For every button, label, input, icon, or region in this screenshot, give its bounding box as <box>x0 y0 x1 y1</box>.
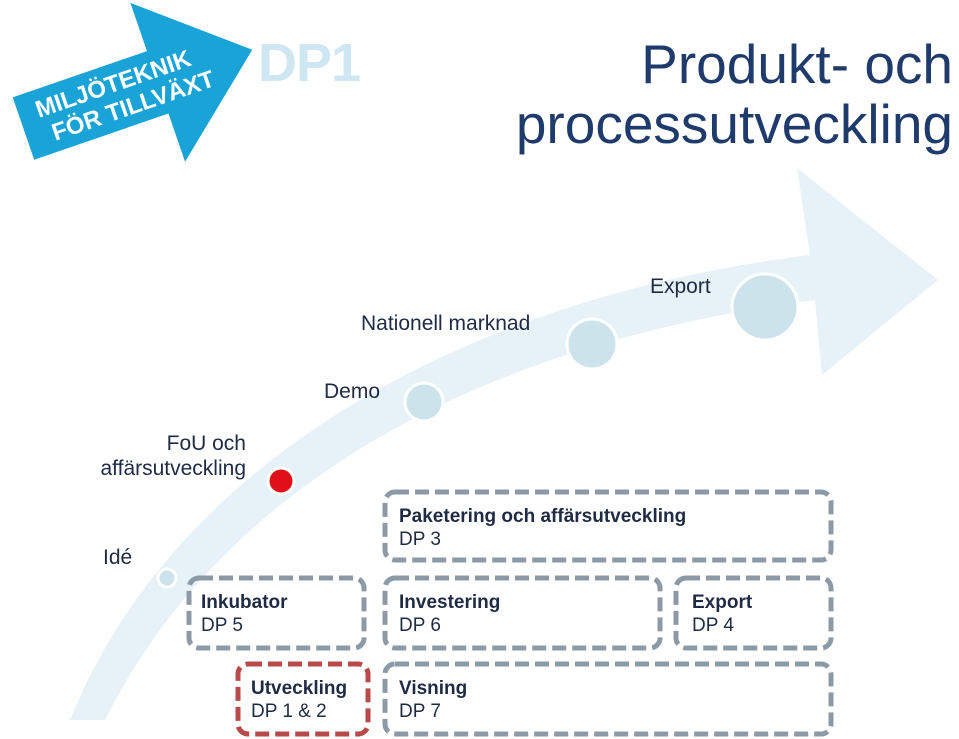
dot-ide <box>156 567 178 589</box>
box-export-code: DP 4 <box>692 615 734 636</box>
box-paketering-code: DP 3 <box>399 529 441 550</box>
box-visning-title: Visning <box>399 678 468 699</box>
dot-fou <box>266 466 296 496</box>
box-visning: Visning DP 7 <box>399 677 467 723</box>
box-inkubator-code: DP 5 <box>201 615 243 636</box>
growth-arrow <box>70 168 938 720</box>
box-visning-code: DP 7 <box>399 701 441 722</box>
stage-label-fou: FoU och affärsutveckling <box>100 431 246 481</box>
box-utveckling-title: Utveckling <box>251 678 348 699</box>
stage-label-nationell: Nationell marknad <box>361 312 531 335</box>
box-investering-code: DP 6 <box>399 615 441 636</box>
stage-label-export: Export <box>650 275 711 298</box>
box-export-title: Export <box>692 592 753 613</box>
box-frame-investering <box>382 575 663 651</box>
title-line1: Produkt- och <box>641 33 953 95</box>
box-frame-inkubator <box>186 575 367 651</box>
box-investering-title: Investering <box>399 592 501 613</box>
box-paketering-title: Paketering och affärsutveckling <box>399 506 687 527</box>
page-title: Produkt- och processutveckling <box>516 34 953 154</box>
box-utveckling: Utveckling DP 1 & 2 <box>251 677 347 723</box>
box-frame-visning <box>382 661 834 737</box>
stage-label-demo: Demo <box>324 380 381 403</box>
dot-demo <box>403 381 445 423</box>
box-paketering: Paketering och affärsutveckling DP 3 <box>399 505 686 551</box>
dot-nationell <box>565 317 619 371</box>
box-utveckling-code: DP 1 & 2 <box>251 701 327 722</box>
box-frame-paketering <box>382 489 834 563</box>
title-line2: processutveckling <box>515 93 953 155</box>
stage-label-ide: Idé <box>103 546 133 569</box>
box-inkubator: Inkubator DP 5 <box>201 591 288 637</box>
box-investering: Investering DP 6 <box>399 591 500 637</box>
dp-tag: DP1 <box>258 33 361 93</box>
box-frame-utveckling <box>235 661 371 737</box>
box-export: Export DP 4 <box>692 591 752 637</box>
box-inkubator-title: Inkubator <box>201 592 288 613</box>
logo-arrow-icon: MILJÖTEKNIK FÖR TILLVÄXT <box>12 2 253 162</box>
stage-label-fou-line1: FoU och <box>166 432 246 455</box>
box-frame-export <box>673 575 834 651</box>
dot-export <box>730 272 800 342</box>
stage-label-fou-line2: affärsutveckling <box>100 457 246 480</box>
